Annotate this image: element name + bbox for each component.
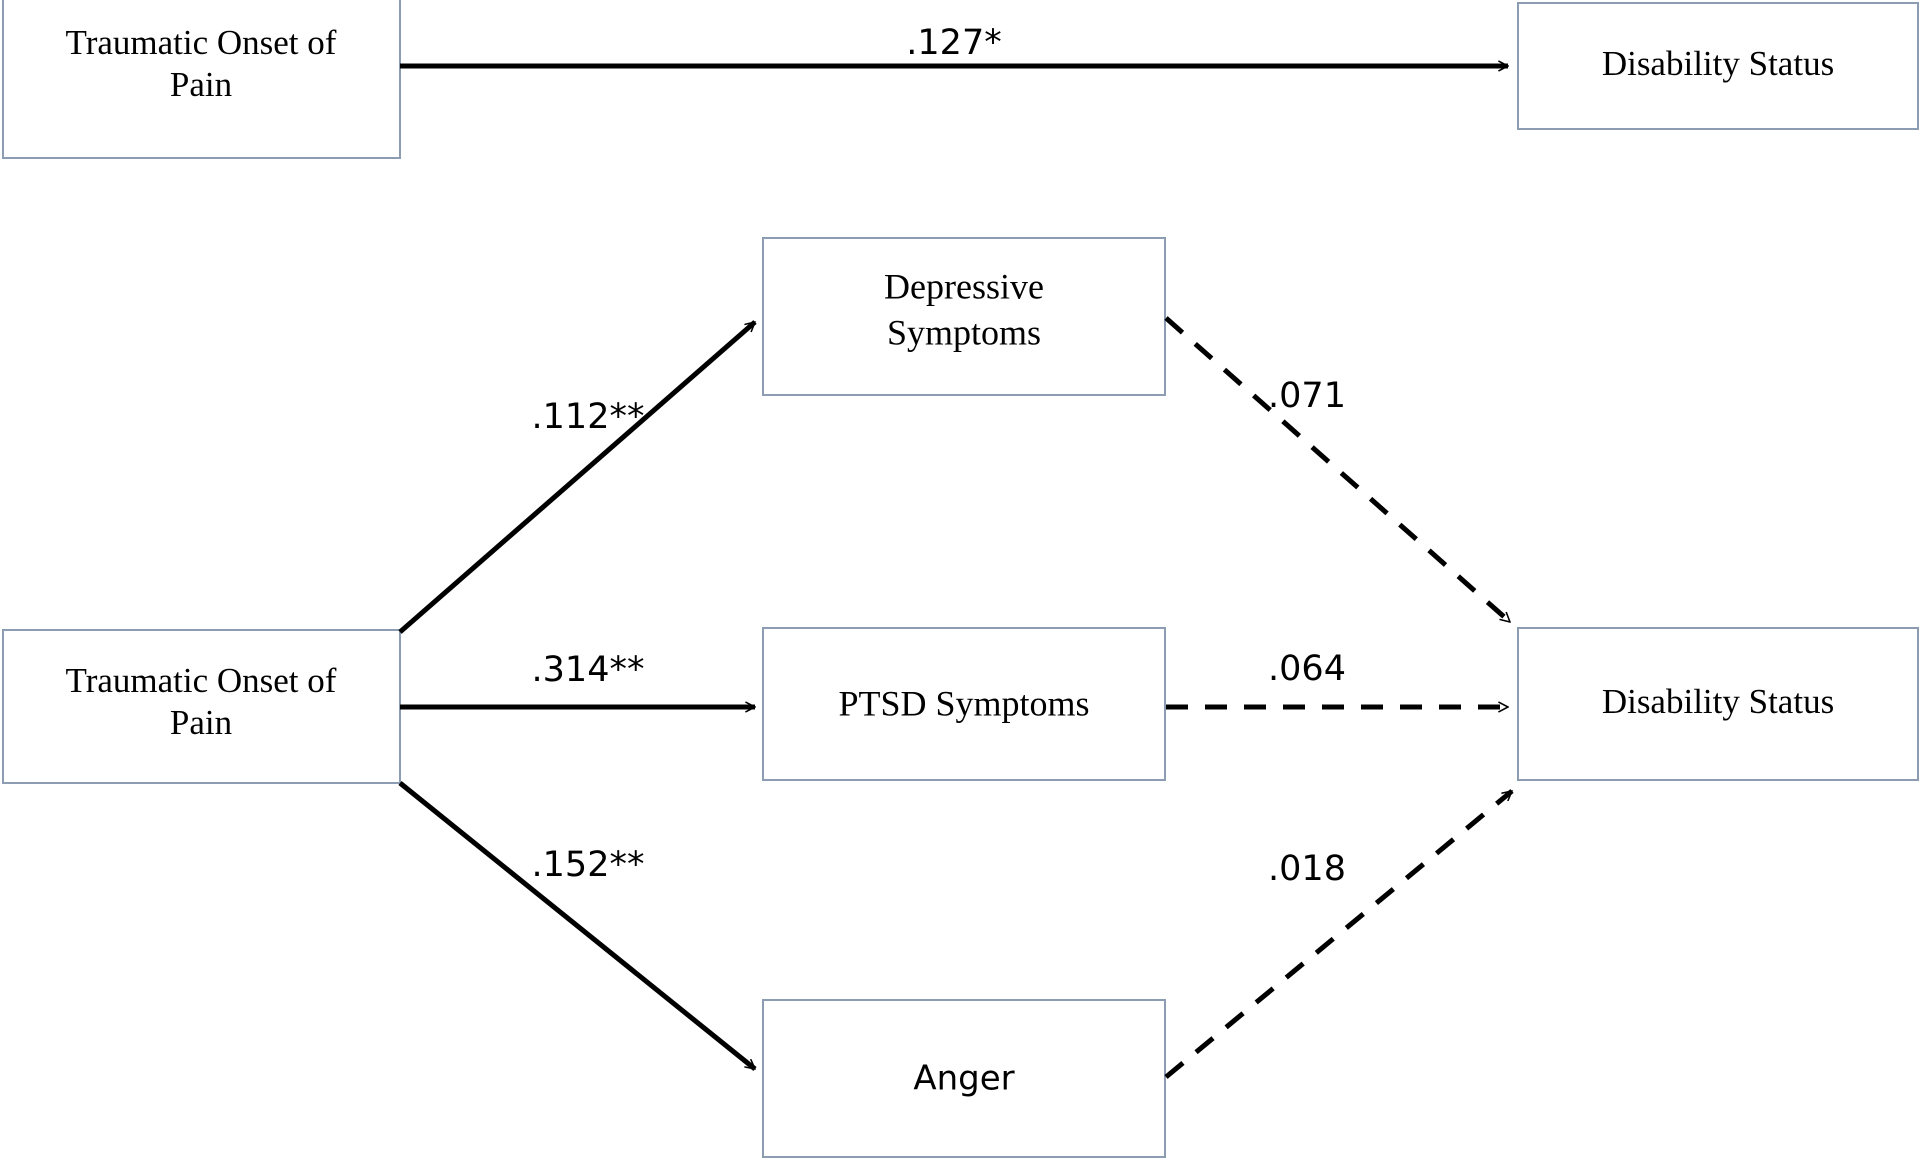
path-label-total-effect: .127* bbox=[906, 23, 1001, 63]
path-b-ptsd: .064 bbox=[1166, 649, 1508, 707]
node-box bbox=[1517, 2, 1919, 130]
node-box bbox=[2, 629, 401, 784]
path-arrow bbox=[398, 781, 757, 1071]
path-a-ptsd: .314** bbox=[400, 650, 755, 707]
path-a-depressive: .112** bbox=[398, 320, 757, 634]
path-b-depressive: .071 bbox=[1164, 316, 1512, 624]
node-label-line1: PTSD Symptoms bbox=[838, 683, 1089, 723]
node-box bbox=[762, 627, 1166, 781]
node-mediator-ptsd: PTSD Symptoms bbox=[762, 627, 1166, 781]
node-mediator-depressive: Depressive Symptoms bbox=[762, 237, 1166, 396]
node-label-line1: Traumatic Onset of bbox=[66, 23, 337, 62]
path-arrow bbox=[1164, 789, 1514, 1079]
node-label-line1: Disability Status bbox=[1602, 682, 1834, 721]
node-label-line2: Symptoms bbox=[887, 312, 1041, 352]
node-mediator-anger: Anger bbox=[762, 999, 1166, 1158]
path-label-b-ptsd: .064 bbox=[1268, 649, 1346, 689]
path-b-anger: .018 bbox=[1164, 789, 1514, 1079]
node-mid-predictor: Traumatic Onset of Pain bbox=[2, 629, 401, 784]
node-label-line1: Depressive bbox=[884, 266, 1044, 306]
node-label-line2: Pain bbox=[170, 65, 232, 104]
path-label-b-anger: .018 bbox=[1268, 849, 1346, 889]
path-total-effect: .127* bbox=[400, 23, 1508, 66]
path-arrow bbox=[398, 320, 757, 634]
path-a-anger: .152** bbox=[398, 781, 757, 1071]
path-label-a-anger: .152** bbox=[532, 845, 645, 885]
path-arrow bbox=[1164, 316, 1512, 624]
node-box bbox=[762, 999, 1166, 1158]
node-top-predictor: Traumatic Onset of Pain bbox=[2, 0, 401, 159]
path-label-b-depressive: .071 bbox=[1268, 376, 1346, 416]
node-box bbox=[2, 0, 401, 159]
node-top-outcome: Disability Status bbox=[1517, 2, 1919, 130]
path-label-a-ptsd: .314** bbox=[532, 650, 645, 690]
node-label-line1: Anger bbox=[913, 1059, 1014, 1099]
node-bottom-outcome: Disability Status bbox=[1517, 627, 1919, 781]
node-label-line1: Disability Status bbox=[1602, 44, 1834, 83]
node-box bbox=[762, 237, 1166, 396]
node-box bbox=[1517, 627, 1919, 781]
node-label-line2: Pain bbox=[170, 703, 232, 742]
path-label-a-depressive: .112** bbox=[532, 397, 645, 437]
node-label-line1: Traumatic Onset of bbox=[66, 661, 337, 700]
